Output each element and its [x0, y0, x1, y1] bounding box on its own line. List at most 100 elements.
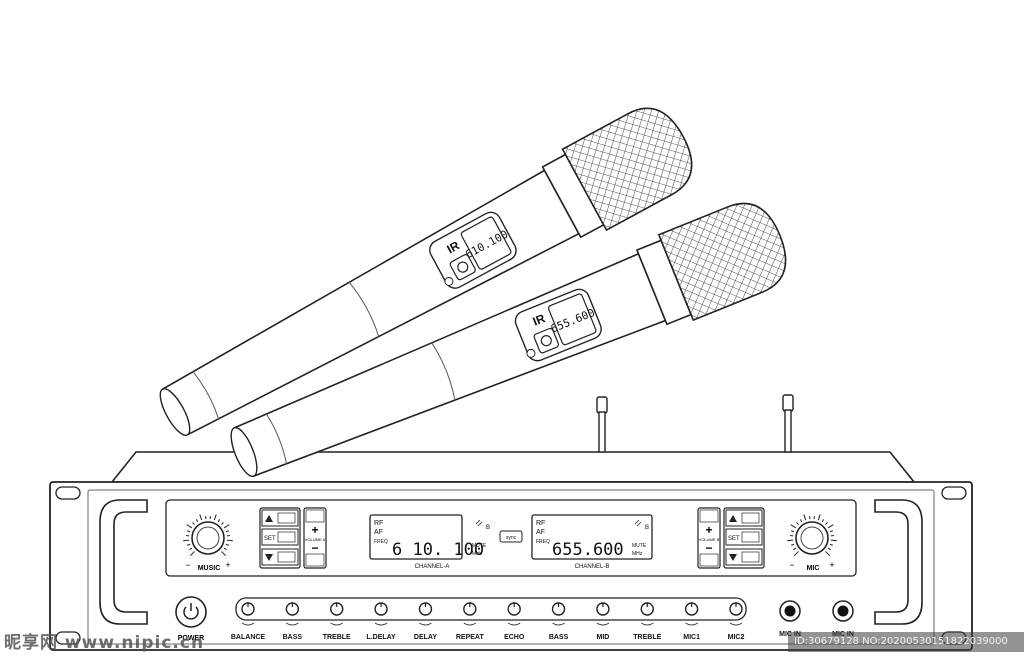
right-up-button[interactable] [725, 509, 763, 527]
mic-knob-center [800, 526, 824, 550]
microphone-a: 610.100 IR [159, 107, 693, 436]
dial-tick [803, 514, 807, 521]
knob-arc [374, 622, 388, 626]
dial-tick [213, 514, 217, 521]
knob-8[interactable]: MID [596, 602, 610, 641]
dial-tick [195, 519, 199, 523]
rack-ear-slot [55, 631, 81, 645]
left-volume-label: VOLUME A [305, 537, 326, 542]
dial-tick [186, 524, 193, 529]
left-set-label: SET [264, 536, 276, 542]
dial-tick [187, 530, 191, 533]
signal-icon [475, 519, 483, 527]
mic-a-power-button[interactable] [449, 254, 476, 281]
right-down-button[interactable] [725, 548, 763, 566]
jack-hole [837, 605, 849, 617]
channel-a-rf: RF [374, 520, 383, 527]
dial-tick [221, 522, 224, 525]
dial-tick [183, 539, 190, 542]
music-minus: − [185, 560, 190, 570]
dial-tick [791, 543, 795, 546]
knob-label: MIC2 [728, 634, 745, 641]
watermark-left: 昵享网 www.nipic.cn [4, 633, 205, 653]
knob-arc [463, 622, 477, 626]
knob-5[interactable]: REPEAT [456, 602, 485, 641]
dial-tick [192, 522, 195, 525]
knob-arc [507, 622, 521, 626]
rack-ear-slot [941, 486, 967, 500]
right-plus: + [705, 523, 712, 537]
dial-tick [226, 539, 233, 542]
power-button[interactable] [175, 596, 207, 628]
knob-2[interactable]: TREBLE [323, 602, 351, 641]
left-volume-minus-button[interactable]: − [305, 541, 325, 567]
left-plus: + [311, 523, 318, 537]
left-volume-plus-button[interactable]: + [305, 509, 325, 537]
mic-label: MIC [807, 565, 820, 572]
music-dial-ticks [183, 514, 233, 557]
left-up-button[interactable] [261, 509, 299, 527]
left-set-button[interactable]: SET [261, 528, 299, 546]
channel-b-frequency: 655.600 [552, 540, 624, 560]
dial-tick [825, 522, 828, 525]
jack-hole [784, 605, 796, 617]
dial-tick [187, 543, 191, 546]
dial-tick [217, 519, 221, 523]
knob-7[interactable]: BASS [549, 602, 569, 641]
right-volume-minus-button[interactable]: − [699, 541, 719, 567]
knob-9[interactable]: TREBLE [633, 602, 662, 641]
knob-label: BASS [283, 634, 303, 641]
power-icon [457, 261, 469, 273]
channel-b-display: RF AF FREQ B 655.600 MUTE MHz CHANNEL-B [531, 514, 653, 570]
left-button-cluster: SET + VOLUME A − [259, 507, 327, 569]
channel-a-frequency: 6 10. 100 [392, 540, 484, 560]
dial-tick [821, 519, 825, 523]
knob-3[interactable]: L.DELAY [366, 602, 396, 641]
right-set-button[interactable]: SET [725, 528, 763, 546]
knob-label: MID [596, 634, 609, 641]
knob-4[interactable]: DELAY [414, 602, 437, 641]
knob-0[interactable]: BALANCE [231, 602, 266, 641]
dial-tick [225, 530, 229, 533]
receiver-top-cover [110, 451, 916, 483]
channel-a-label: CHANNEL-A [415, 564, 450, 570]
arrow-up-icon [729, 515, 737, 522]
left-down-button[interactable] [261, 548, 299, 566]
mic-dial-ticks [787, 514, 837, 557]
mic-b-power-button[interactable] [533, 327, 560, 354]
dial-tick [793, 547, 797, 551]
knob-6[interactable]: ECHO [504, 602, 525, 641]
right-volume-plus-button[interactable]: + [699, 509, 719, 537]
channel-b-unit: MHz [632, 551, 643, 557]
channel-b-mute: MUTE [632, 543, 647, 549]
dial-tick [791, 530, 795, 533]
dial-tick [829, 530, 833, 533]
dial-tick [825, 551, 831, 557]
mic-knob-group: − MIC + [787, 514, 837, 572]
lower-knob-strip [235, 597, 747, 621]
power-label: POWER [178, 635, 204, 642]
channel-b-freq-label: FREQ [536, 539, 550, 545]
knob-label: DELAY [414, 634, 437, 641]
power-icon [540, 335, 552, 347]
right-button-cluster: + VOLUME B − SET [697, 507, 765, 569]
dial-tick [827, 524, 834, 529]
knob-label: BALANCE [231, 634, 266, 641]
sync-button[interactable]: sync [499, 530, 523, 543]
mic-b-grille [657, 202, 787, 322]
knob-label: REPEAT [456, 634, 485, 641]
dial-tick [189, 547, 193, 551]
watermark-right: ID:30679128 NO:20200530151822039000 [788, 632, 1024, 652]
music-knob-group: − MUSIC + [183, 514, 233, 572]
dial-tick [827, 547, 831, 551]
knob-11[interactable]: MIC2 [728, 602, 745, 641]
knob-arc [286, 622, 299, 626]
dial-tick [830, 539, 837, 542]
knob-label: ECHO [504, 634, 525, 641]
right-minus: − [705, 541, 712, 555]
knob-arc [552, 622, 565, 626]
signal-icon [634, 519, 642, 527]
knob-1[interactable]: BASS [283, 602, 303, 641]
knob-10[interactable]: MIC1 [683, 602, 700, 641]
dial-tick [790, 524, 797, 529]
